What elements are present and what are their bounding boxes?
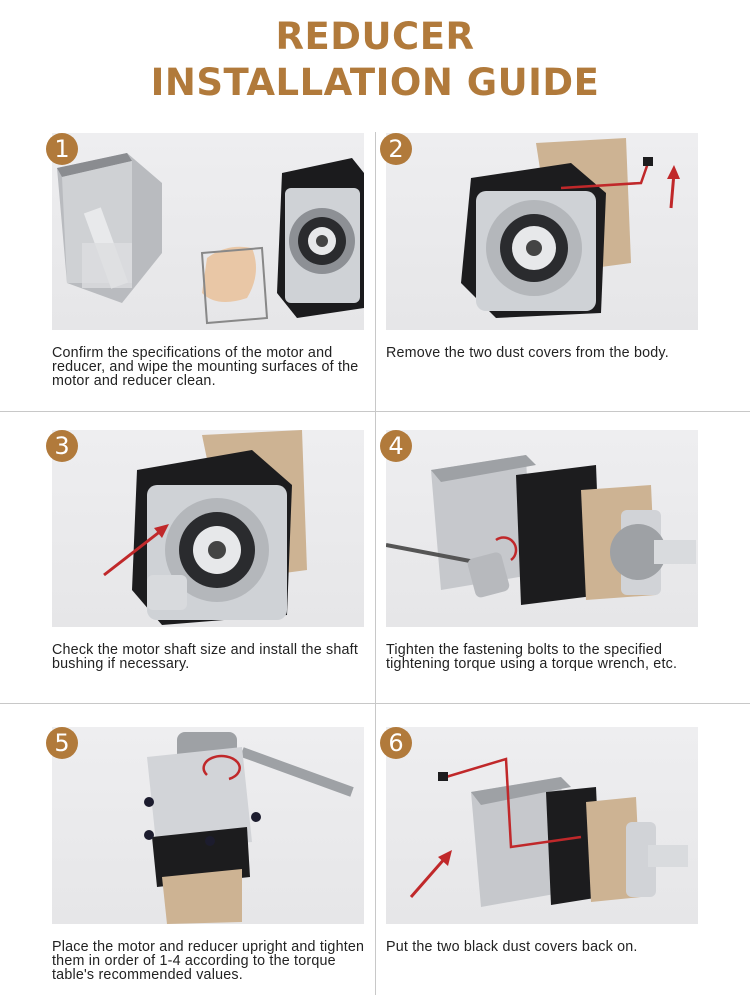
step-number-badge: 5 (46, 727, 78, 759)
step-illustration (52, 133, 364, 330)
dust-cover-reinstall-illustration (409, 757, 688, 907)
step-illustration (386, 727, 698, 924)
step-number-badge: 2 (380, 133, 412, 165)
step-illustration (386, 133, 698, 330)
motor-and-reducer-illustration (57, 153, 364, 325)
column-divider (375, 132, 376, 995)
step-number-badge: 4 (380, 430, 412, 462)
step-illustration (386, 430, 698, 627)
reducer-dust-cover-illustration (461, 138, 680, 318)
page-title: REDUCER INSTALLATION GUIDE (0, 14, 750, 106)
row-divider-1 (0, 411, 750, 412)
step-caption: Check the motor shaft size and install t… (52, 642, 359, 672)
step-caption: Confirm the specifications of the motor … (52, 345, 359, 389)
row-divider-2 (0, 703, 750, 704)
step-illustration (52, 727, 364, 924)
step-caption: Tighten the fastening bolts to the speci… (386, 642, 678, 672)
shaft-bushing-illustration (103, 430, 307, 625)
torque-wrench-illustration (386, 455, 696, 605)
step-number-badge: 6 (380, 727, 412, 759)
title-line-2: INSTALLATION GUIDE (150, 61, 600, 104)
step-caption: Put the two black dust covers back on. (386, 939, 638, 955)
step-caption: Remove the two dust covers from the body… (386, 345, 669, 361)
title-line-1: REDUCER (275, 15, 475, 58)
step-caption: Place the motor and reducer upright and … (52, 939, 365, 983)
upright-tightening-illustration (144, 732, 354, 924)
step-number-badge: 1 (46, 133, 78, 165)
step-number-badge: 3 (46, 430, 78, 462)
step-illustration (52, 430, 364, 627)
